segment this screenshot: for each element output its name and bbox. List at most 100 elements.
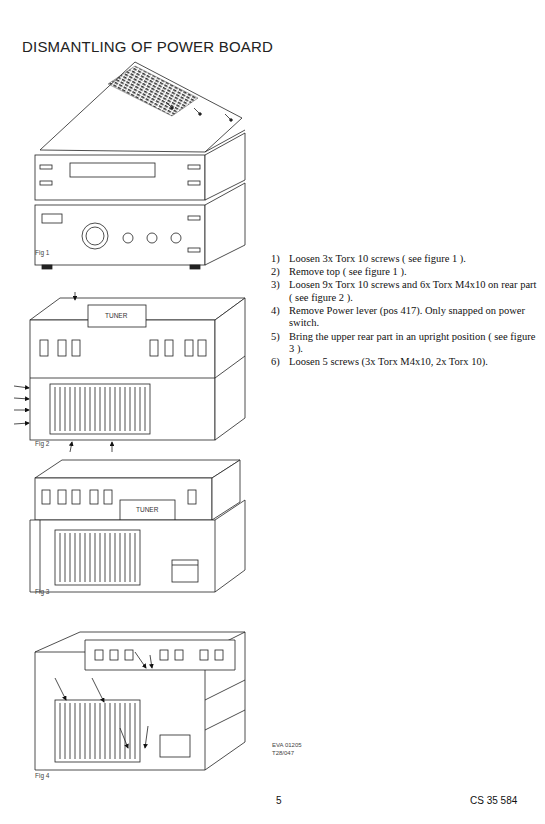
- figure-4-stroke: [95, 650, 223, 660]
- figure-4-stroke: [55, 700, 140, 762]
- figure-4-stroke-stroke: [135, 703, 136, 759]
- figure-1-stroke: [171, 233, 181, 243]
- figure-2-stroke: [70, 442, 72, 452]
- figure-4-stroke-stroke: [95, 703, 96, 759]
- figure-label: Fig 2: [35, 440, 49, 448]
- figure-1-stroke: [40, 62, 242, 152]
- figure-3-stroke-stroke: [58, 490, 66, 504]
- part-name: TUNER: [104, 312, 128, 320]
- figure-1-stroke: [123, 233, 133, 243]
- figure-3-stroke: [40, 520, 41, 592]
- figure-4-stroke-stroke: [175, 650, 183, 660]
- figure-2-stroke: [14, 398, 29, 399]
- figure-2-stroke-stroke: [55, 387, 56, 431]
- figure-2-stroke-stroke: [65, 387, 66, 431]
- figure-4-stroke-stroke: [200, 650, 208, 660]
- figure-3-stroke-stroke: [42, 490, 50, 504]
- figure-1-stroke: [70, 163, 155, 177]
- figure-4-stroke: [120, 728, 128, 748]
- figure-1-stroke: [188, 248, 200, 252]
- figure-2-stroke-stroke: [58, 340, 66, 356]
- figure-3-stroke-stroke: [85, 533, 86, 582]
- figure-2-stroke-stroke: [85, 387, 86, 431]
- figure-1-stroke: [35, 155, 205, 200]
- figure-4-stroke: [55, 678, 66, 700]
- figure-3-stroke: [42, 490, 196, 504]
- figure-3-stroke: [172, 565, 198, 566]
- figure-3: [30, 460, 245, 592]
- step-number: 3): [271, 279, 280, 292]
- figure-4-stroke-stroke: [215, 650, 223, 660]
- figure-2-stroke-stroke: [90, 387, 91, 431]
- figure-2-stroke: [215, 356, 245, 378]
- figure-4-stroke-stroke: [80, 703, 81, 759]
- figure-3-stroke-stroke: [80, 533, 81, 582]
- step-text: Remove Power lever (pos 417). Only snapp…: [289, 305, 541, 330]
- figure-1-stroke: [108, 66, 198, 116]
- figure-3-stroke: [30, 500, 245, 592]
- figure-label: Fig 1: [35, 249, 49, 257]
- figure-2-stroke-stroke: [130, 387, 131, 431]
- figure-2-stroke: [88, 305, 146, 327]
- figure-3-stroke-stroke: [65, 533, 66, 582]
- document-number: CS 35 584: [470, 795, 517, 807]
- figure-1-stroke: [86, 227, 104, 245]
- figure-1-stroke: [171, 107, 174, 110]
- step-text: Loosen 5 screws (3x Torx M4x10, 2x Torx …: [289, 356, 541, 369]
- figure-4-stroke: [60, 703, 135, 759]
- figure-3-stroke: [35, 460, 240, 478]
- figure-2-stroke-stroke: [60, 387, 61, 431]
- figure-4-stroke: [160, 735, 190, 757]
- figure-4-stroke: [35, 632, 245, 770]
- figure-2-stroke: [50, 384, 150, 434]
- figure-2-stroke-stroke: [185, 340, 193, 356]
- figure-2-stroke: [30, 378, 215, 379]
- figure-2-stroke-stroke: [100, 387, 101, 431]
- figure-4-stroke-stroke: [75, 703, 76, 759]
- figure-2-stroke: [14, 386, 29, 388]
- figure-1-stroke: [188, 181, 200, 185]
- figure-3-stroke-stroke: [75, 533, 76, 582]
- figure-4-stroke: [85, 640, 235, 670]
- figure-3-stroke-stroke: [110, 533, 111, 582]
- figure-2-stroke-stroke: [115, 387, 116, 431]
- figure-1-stroke: [190, 265, 200, 269]
- figure-4-stroke-stroke: [120, 703, 121, 759]
- figure-2-stroke-stroke: [145, 387, 146, 431]
- figure-1-stroke: [199, 113, 202, 116]
- figure-2-stroke: [30, 320, 215, 440]
- figure-label: Fig 3: [35, 588, 49, 596]
- step-number: 4): [271, 305, 280, 318]
- figure-3-stroke-stroke: [104, 490, 112, 504]
- step-text: Remove top ( see figure 1 ).: [289, 266, 541, 279]
- figure-1-stroke: [42, 265, 52, 269]
- figure-4-stroke-stroke: [65, 703, 66, 759]
- figure-3-stroke-stroke: [95, 533, 96, 582]
- drawing-code: EVA 01205: [272, 742, 302, 749]
- figure-4-stroke-stroke: [95, 650, 103, 660]
- figure-4-stroke-stroke: [90, 703, 91, 759]
- figure-1-stroke: [188, 216, 200, 220]
- figure-1-stroke: [188, 165, 200, 169]
- figure-4-stroke: [150, 655, 152, 668]
- figure-3-stroke-stroke: [70, 533, 71, 582]
- figure-3-stroke-stroke: [100, 533, 101, 582]
- figure-3-stroke-stroke: [135, 533, 136, 582]
- figure-4-stroke-stroke: [70, 703, 71, 759]
- figure-1-stroke: [40, 165, 52, 169]
- figure-4-stroke-stroke: [125, 703, 126, 759]
- figure-1-stroke: [35, 205, 205, 265]
- figure-3-stroke-stroke: [105, 533, 106, 582]
- figure-3-stroke: [215, 520, 216, 592]
- figure-1-stroke: [230, 119, 233, 122]
- figure-3-stroke-stroke: [125, 533, 126, 582]
- figure-4-stroke: [145, 726, 148, 748]
- figure-2-stroke: [75, 292, 76, 300]
- figure-2-stroke: [14, 423, 29, 424]
- figure-2-stroke-stroke: [95, 387, 96, 431]
- figure-1-stroke: [40, 181, 52, 185]
- figure-3-stroke-stroke: [115, 533, 116, 582]
- figure-2-stroke: [40, 340, 206, 356]
- figure-2-stroke-stroke: [105, 387, 106, 431]
- figure-1: [35, 62, 245, 269]
